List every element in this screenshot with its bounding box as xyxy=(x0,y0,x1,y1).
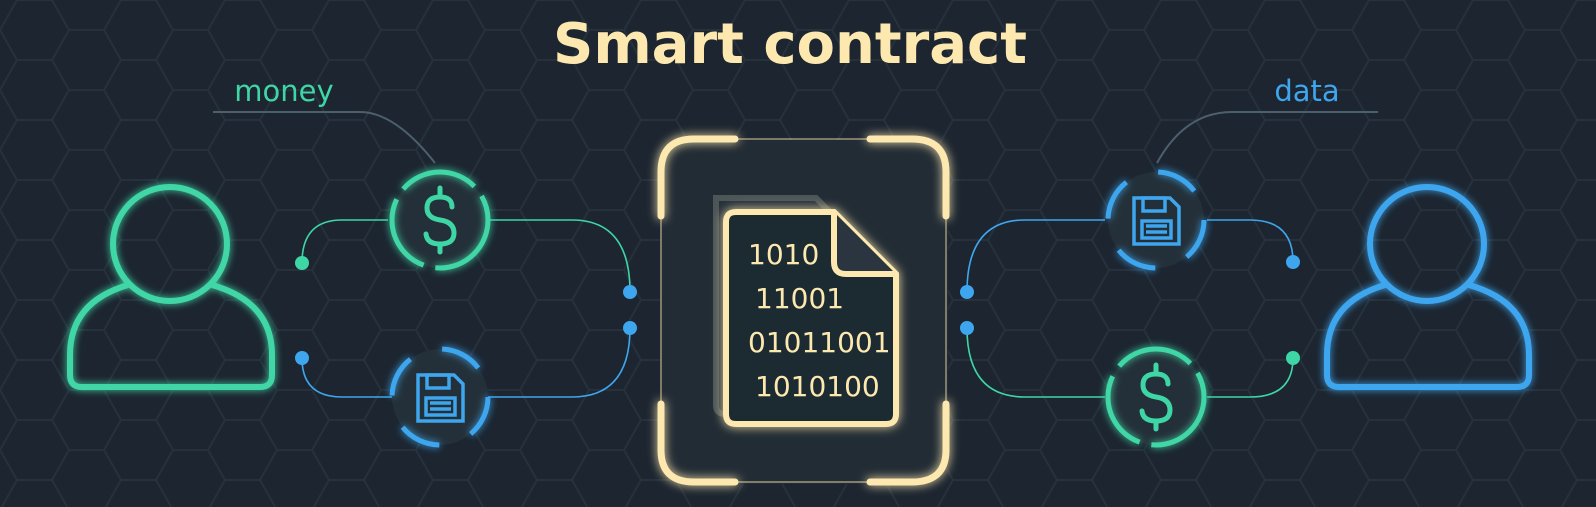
left-connectors xyxy=(301,219,631,398)
binary-line: 11001 xyxy=(755,282,844,315)
right-user-icon xyxy=(1324,184,1532,390)
label-data: data xyxy=(1274,74,1339,108)
floppy-disk-icon xyxy=(416,373,465,423)
connector-dot xyxy=(1286,351,1300,365)
connector-dot xyxy=(295,351,309,365)
binary-line: 1010 xyxy=(748,238,819,271)
dollar-icon xyxy=(423,185,457,255)
money-leader-line xyxy=(213,111,436,164)
connector-dot xyxy=(623,321,637,335)
connector-dot xyxy=(960,321,974,335)
binary-line: 1010100 xyxy=(755,370,880,403)
left-money-node xyxy=(389,169,491,271)
connector-dot xyxy=(960,285,974,299)
label-money: money xyxy=(234,74,333,108)
connector-dot xyxy=(1286,255,1300,269)
binary-line: 01011001 xyxy=(748,326,891,359)
right-data-node xyxy=(1105,169,1207,271)
connector-dot xyxy=(295,256,309,270)
left-data-node xyxy=(389,346,491,448)
page-title: Smart contract xyxy=(553,12,1027,77)
connector-dot xyxy=(623,285,637,299)
data-leader-line xyxy=(1156,111,1378,164)
dollar-icon xyxy=(1139,362,1173,432)
right-money-node xyxy=(1105,346,1207,448)
right-connectors xyxy=(966,219,1294,398)
binary-document-icon: 1010 11001 01011001 1010100 xyxy=(723,209,899,427)
left-user-icon xyxy=(67,184,275,390)
floppy-disk-icon xyxy=(1132,196,1181,246)
